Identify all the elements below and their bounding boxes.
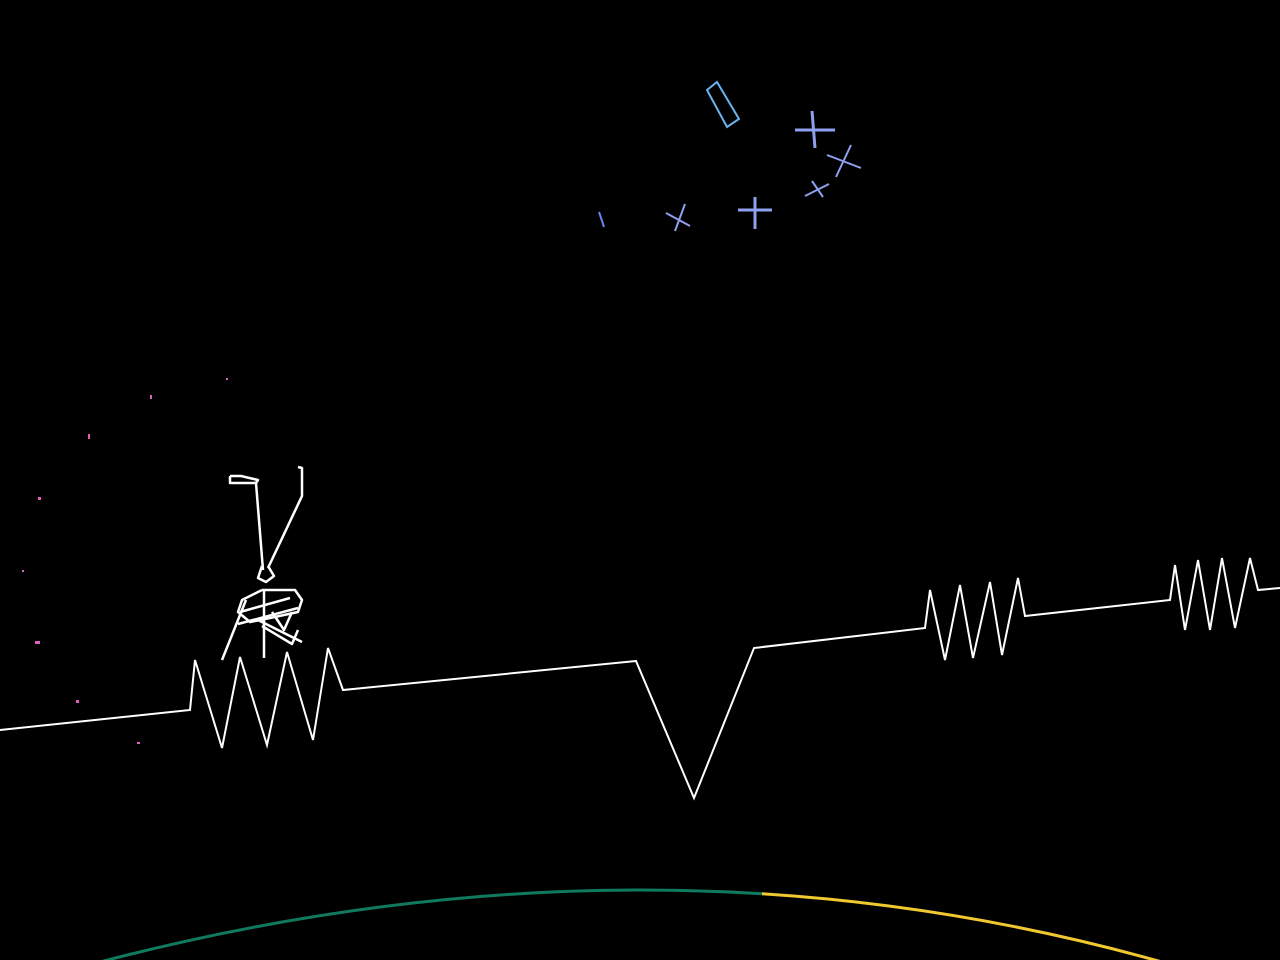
debris-icon	[598, 80, 862, 232]
planet-horizon-icon	[101, 888, 1161, 960]
planet-horizon-green	[101, 888, 762, 960]
debris-cross	[738, 197, 772, 229]
planet-horizon-yellow	[762, 892, 1161, 960]
particle	[35, 641, 40, 644]
particle	[76, 700, 79, 703]
lander-legs	[220, 596, 303, 661]
debris-x	[665, 203, 691, 232]
lander-left-antenna	[254, 482, 265, 571]
debris-box	[705, 80, 741, 129]
debris-x	[826, 144, 862, 178]
lander-head	[256, 565, 276, 584]
debris-shard	[598, 211, 605, 228]
debris-cross	[795, 110, 835, 149]
particle	[137, 742, 140, 744]
lander-body	[236, 588, 304, 624]
lander-right-antenna	[266, 465, 304, 569]
particle	[38, 497, 41, 500]
terrain-line	[0, 557, 1280, 801]
particle	[150, 395, 152, 399]
lander-icon	[220, 465, 304, 661]
lander-left-arm	[228, 474, 260, 485]
particle	[88, 434, 90, 439]
particle-trail	[22, 378, 228, 744]
debris-x	[804, 180, 830, 198]
particle	[22, 570, 24, 572]
particle	[226, 378, 228, 380]
